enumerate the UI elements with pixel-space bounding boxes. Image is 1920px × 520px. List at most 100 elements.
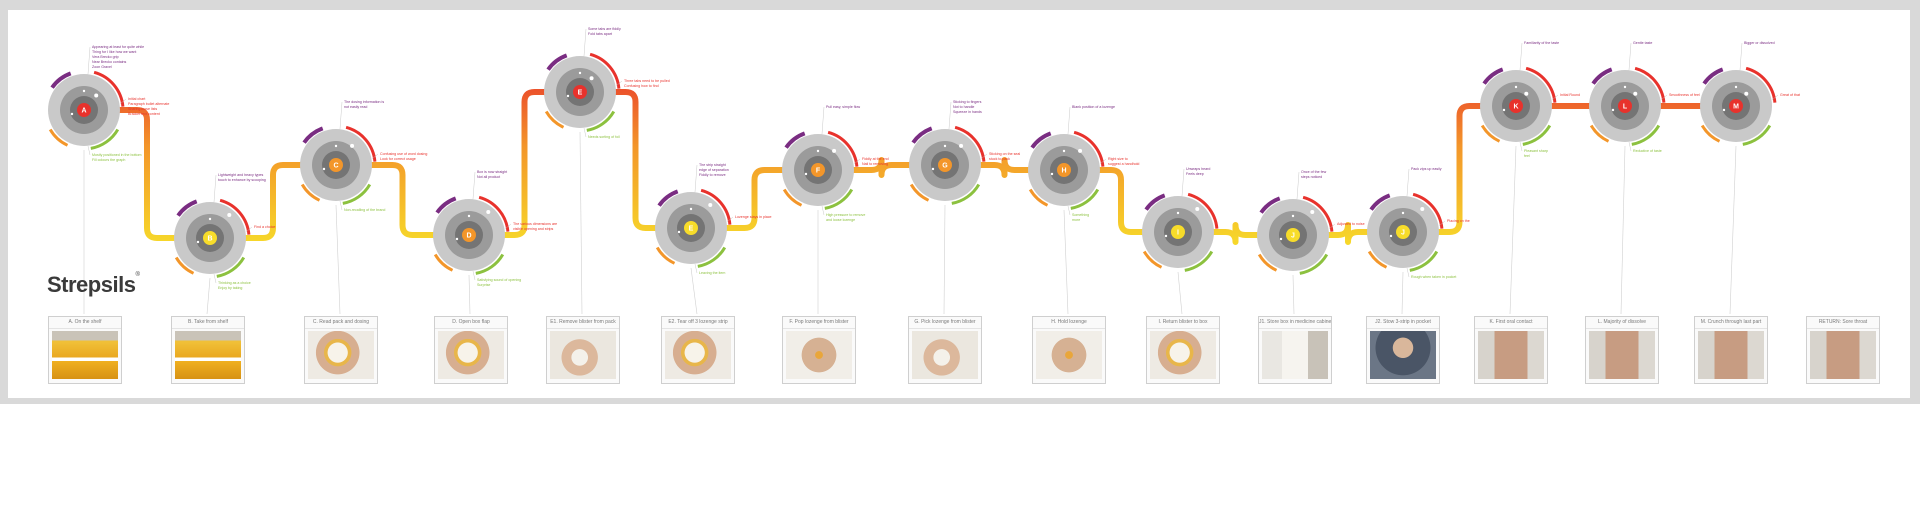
touchpoint-center [1509, 99, 1523, 113]
level-indicator [94, 93, 99, 98]
ring-marker-dot [196, 240, 200, 244]
annotation-note: Sharing loose lists [128, 107, 157, 111]
touchpoint-connector [335, 204, 341, 315]
ring-marker-dot [931, 167, 935, 171]
annotation-note: Thing for I like how we want [92, 50, 136, 54]
sector-arc-orange [1480, 124, 1501, 143]
touchpoint-connector [1401, 271, 1404, 315]
step-photo-face [1698, 331, 1764, 379]
ring-marker-dot [1401, 211, 1405, 215]
step-card: F. Pop lozenge from blister [782, 316, 856, 384]
level-indicator [589, 76, 594, 81]
step-photo-lozenge [1036, 331, 1102, 379]
annotation-leader [821, 205, 825, 216]
step-photo-face [1589, 331, 1655, 379]
annotation-note: Fiddly at the end [862, 157, 889, 161]
touchpoint-center [1057, 163, 1071, 177]
annotation-leader [1328, 223, 1336, 230]
sector-arc-green [1742, 124, 1772, 146]
touchpoint-letter: E [578, 90, 583, 97]
annotation-leader [87, 145, 91, 156]
brand-name: Strepsils [47, 272, 136, 297]
annotation-leader [245, 226, 253, 233]
level-indicator [1744, 91, 1749, 96]
annotation-note: feel [1524, 154, 1530, 158]
touchpoint-connector [468, 274, 471, 315]
annotation-leader [1551, 94, 1559, 101]
annotation-note: Box is now straight [477, 170, 507, 174]
touchpoint-letter: F [816, 168, 821, 175]
sector-arc-red [700, 188, 732, 225]
level-indicator [486, 210, 491, 215]
touchpoint-center [811, 163, 825, 177]
sector-arc-red [478, 195, 510, 232]
annotation-note: Zoon Gravel [92, 65, 112, 69]
ring-marker-dot [1176, 211, 1180, 215]
sector-arc-purple [50, 71, 72, 89]
annotation-note: Initial chart [128, 97, 145, 101]
touchpoint-connector [1177, 271, 1183, 315]
step-photo-pack [665, 331, 731, 379]
sector-arc-orange [1028, 188, 1049, 207]
sector-arc-green [475, 253, 505, 275]
level-indicator [832, 148, 837, 153]
sector-arc-green [90, 128, 120, 150]
step-caption: D. Open box flap [435, 317, 507, 329]
annotation-leader [583, 127, 587, 138]
step-card: A. On the shelf [48, 316, 122, 384]
sector-arc-purple [1482, 67, 1504, 85]
annotation-leader [1438, 220, 1446, 227]
step-photo-pack [438, 331, 504, 379]
ring-marker-dot [1164, 234, 1168, 238]
annotation-note: Confusing use of word dosing [380, 152, 427, 156]
touchpoint-letter: D [466, 233, 471, 240]
annotation-leader [339, 101, 343, 130]
touchpoint-connector [943, 204, 946, 315]
annotation-leader [1406, 168, 1410, 197]
step-caption: A. On the shelf [49, 317, 121, 329]
step-caption: RETURN: Sore throat [1807, 317, 1879, 329]
ring-marker-dot [455, 237, 459, 241]
step-caption: K. First oral contact [1475, 317, 1547, 329]
annotation-leader [339, 200, 343, 211]
touchpoint-connector [579, 131, 583, 315]
annotation-note: Find a choice [254, 225, 275, 229]
sector-arc-red [1745, 66, 1777, 103]
annotation-note: Nail to removing [862, 162, 888, 166]
sector-arc-green [1522, 124, 1552, 146]
annotation-leader [948, 101, 952, 130]
sector-arc-green [216, 256, 246, 278]
step-photo-shelf [175, 331, 241, 379]
level-indicator [1195, 207, 1200, 212]
sector-arc-purple [546, 53, 568, 71]
sector-arc-orange [782, 188, 803, 207]
sector-arc-green [1184, 250, 1214, 272]
touchpoint-center [1618, 99, 1632, 113]
touchpoint-center [1729, 99, 1743, 113]
step-photo-hand [550, 331, 616, 379]
sector-arc-orange [1589, 124, 1610, 143]
annotation-note: Squeeze in hands [953, 110, 982, 114]
annotation-note: Lozenge stays in place [735, 215, 772, 219]
annotation-leader [694, 164, 698, 193]
annotation-note: steps noticed [1301, 175, 1322, 179]
annotation-note: not easily read [344, 105, 367, 109]
step-card: I. Return blister to box [1146, 316, 1220, 384]
annotation-note: The various dimensions are [513, 222, 557, 226]
ring-marker-dot [70, 112, 74, 116]
step-photo-shelf [52, 331, 118, 379]
annotation-note: Rough when taken in pocket [1411, 275, 1456, 279]
annotation-note: Pull easy, simple flow [826, 105, 860, 109]
annotation-note: Initial Round [1560, 93, 1580, 97]
ring-marker-dot [1734, 85, 1738, 89]
sector-arc-red [219, 198, 251, 235]
annotation-note: Lightweight and heavy types [218, 173, 264, 177]
level-indicator [1524, 91, 1529, 96]
